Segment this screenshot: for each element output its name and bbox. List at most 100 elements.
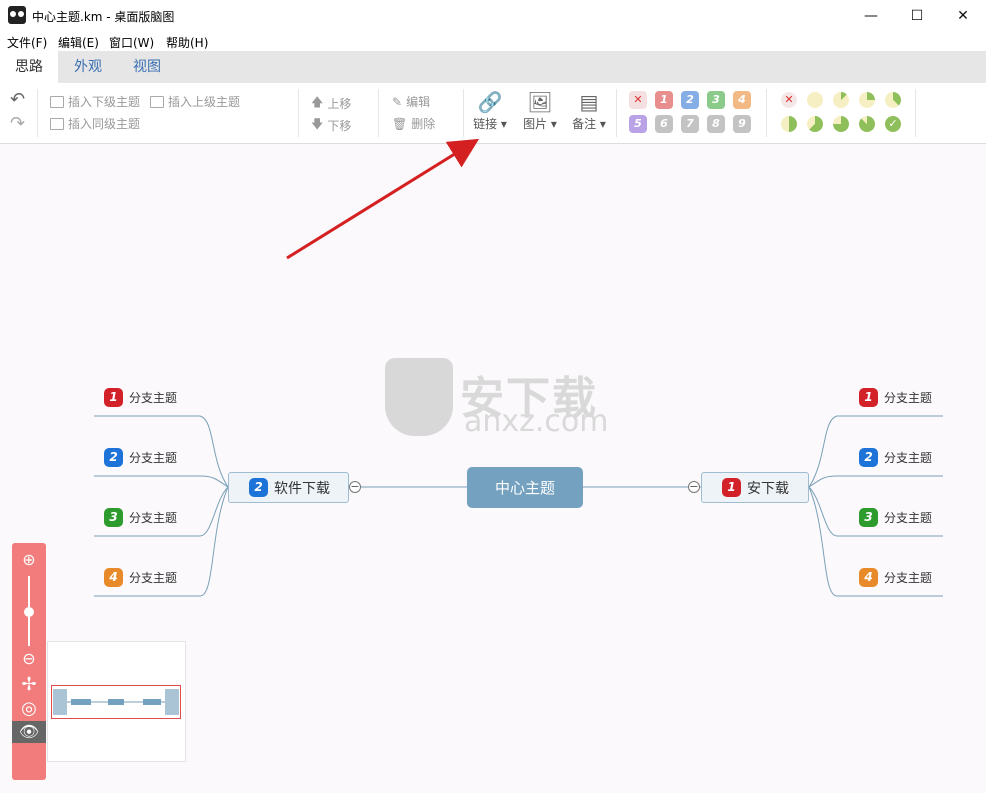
move-up-button[interactable]: 🡅上移 [311,93,351,114]
ribbon-separator [378,89,379,137]
window-title: 中心主题.km - 桌面版脑图 [32,10,175,24]
menu-edit[interactable]: 编辑(E) [58,36,99,50]
zoom-in-icon[interactable]: ⊕ [22,550,36,569]
image-icon: 🖼 [527,90,553,114]
menu-window[interactable]: 窗口(W) [109,36,155,50]
app-logo-icon [8,6,26,24]
priority-badge: 3 [104,508,123,527]
insert-child-button[interactable]: 插入下级主题 [50,93,140,110]
priority-badge: 4 [859,568,878,587]
priority-4-button[interactable]: 4 [733,91,751,109]
note-icon: ▤ [579,90,599,114]
priority-3-button[interactable]: 3 [707,91,725,109]
undo-icon[interactable]: ↶ [10,89,26,110]
ribbon-separator [37,89,38,137]
ribbon-separator [298,89,299,137]
insert-sibling-button[interactable]: 插入同级主题 [50,115,140,132]
arrow-down-icon: 🡇 [311,117,324,131]
move-icon[interactable]: ✢ [21,674,37,695]
dropdown-caret-icon: ▾ [500,117,507,131]
trash-icon: 🗑 [392,116,408,131]
priority-badge: 2 [249,478,268,497]
priority-2-button[interactable]: 2 [681,91,699,109]
collapse-toggle-icon[interactable]: − [688,480,700,493]
menu-help[interactable]: 帮助(H) [166,36,209,50]
navigator-toggle-button[interactable]: 👁 [12,721,46,743]
title-bar: 中心主题.km - 桌面版脑图 — ☐ ✕ [0,0,986,31]
priority-6-button[interactable]: 6 [655,115,673,133]
arrow-up-icon: 🡅 [311,95,324,109]
ribbon-separator [463,89,464,137]
progress-6-icon[interactable] [833,116,849,132]
priority-badge: 1 [104,388,123,407]
eye-icon: 👁 [18,722,40,741]
insert-sibling-icon [50,117,64,130]
delete-button[interactable]: 🗑删除 [392,116,436,132]
ribbon-separator [616,89,617,137]
progress-2-icon[interactable] [859,92,875,108]
link-icon: 🔗 [477,90,503,114]
locate-icon[interactable]: ◎ [21,698,37,719]
progress-4-icon[interactable] [781,116,797,132]
dropdown-caret-icon: ▾ [599,117,606,131]
tab-appearance[interactable]: 外观 [74,59,102,75]
dropdown-caret-icon: ▾ [550,117,557,131]
maximize-icon[interactable]: ☐ [910,7,924,24]
root-node[interactable]: 中心主题 [467,467,583,508]
priority-9-button[interactable]: 9 [733,115,751,133]
watermark-url: anxz.com [464,404,609,439]
priority-8-button[interactable]: 8 [707,115,725,133]
pencil-icon: ✎ [392,94,403,109]
progress-done-icon[interactable]: ✓ [885,116,901,132]
ribbon-toolbar: ↶ ↷ 插入下级主题 插入上级主题 插入同级主题 🡅上移 🡇下移 ✎编辑 🗑删除… [0,83,986,144]
progress-remove-icon[interactable]: ✕ [781,92,797,108]
progress-7-icon[interactable] [859,116,875,132]
move-down-button[interactable]: 🡇下移 [311,115,351,136]
progress-3-icon[interactable] [885,92,901,108]
priority-5-button[interactable]: 5 [629,115,647,133]
zoom-out-icon[interactable]: ⊖ [22,649,36,668]
priority-7-button[interactable]: 7 [681,115,699,133]
progress-5-icon[interactable] [807,116,823,132]
menu-bar: 文件(F) 编辑(E) 窗口(W) 帮助(H) [0,31,986,51]
edit-button[interactable]: ✎编辑 [392,94,431,110]
tab-thinking[interactable]: 思路 [0,51,58,83]
collapse-toggle-icon[interactable]: − [349,480,361,493]
annotation-arrow [286,138,480,260]
priority-badge: 4 [104,568,123,587]
redo-icon[interactable]: ↷ [10,113,26,134]
progress-0-icon[interactable] [807,92,823,108]
insert-parent-button[interactable]: 插入上级主题 [150,93,240,110]
image-button[interactable]: 🖼 图片 ▾ [518,89,562,132]
navigator-preview [53,689,179,715]
priority-badge: 2 [104,448,123,467]
progress-1-icon[interactable] [833,92,849,108]
priority-1-button[interactable]: 1 [655,91,673,109]
ribbon-separator [915,89,916,137]
branch-node-left[interactable]: 2 软件下载 [228,472,349,503]
close-icon[interactable]: ✕ [957,7,969,24]
navigator-viewport-frame[interactable] [51,685,181,719]
note-button[interactable]: ▤ 备注 ▾ [567,89,611,132]
branch-node-right[interactable]: 1 安下载 [701,472,809,503]
priority-badge: 2 [859,448,878,467]
minimize-icon[interactable]: — [864,7,878,24]
link-button[interactable]: 🔗 链接 ▾ [468,89,512,132]
zoom-slider-handle[interactable] [24,607,34,617]
tab-view[interactable]: 视图 [133,59,161,75]
watermark-shield-icon [385,358,453,436]
priority-badge: 1 [722,478,741,497]
priority-remove-icon[interactable]: ✕ [629,91,647,109]
watermark-text: 安下载 [460,373,598,424]
menu-file[interactable]: 文件(F) [7,36,48,50]
insert-child-icon [50,95,64,108]
